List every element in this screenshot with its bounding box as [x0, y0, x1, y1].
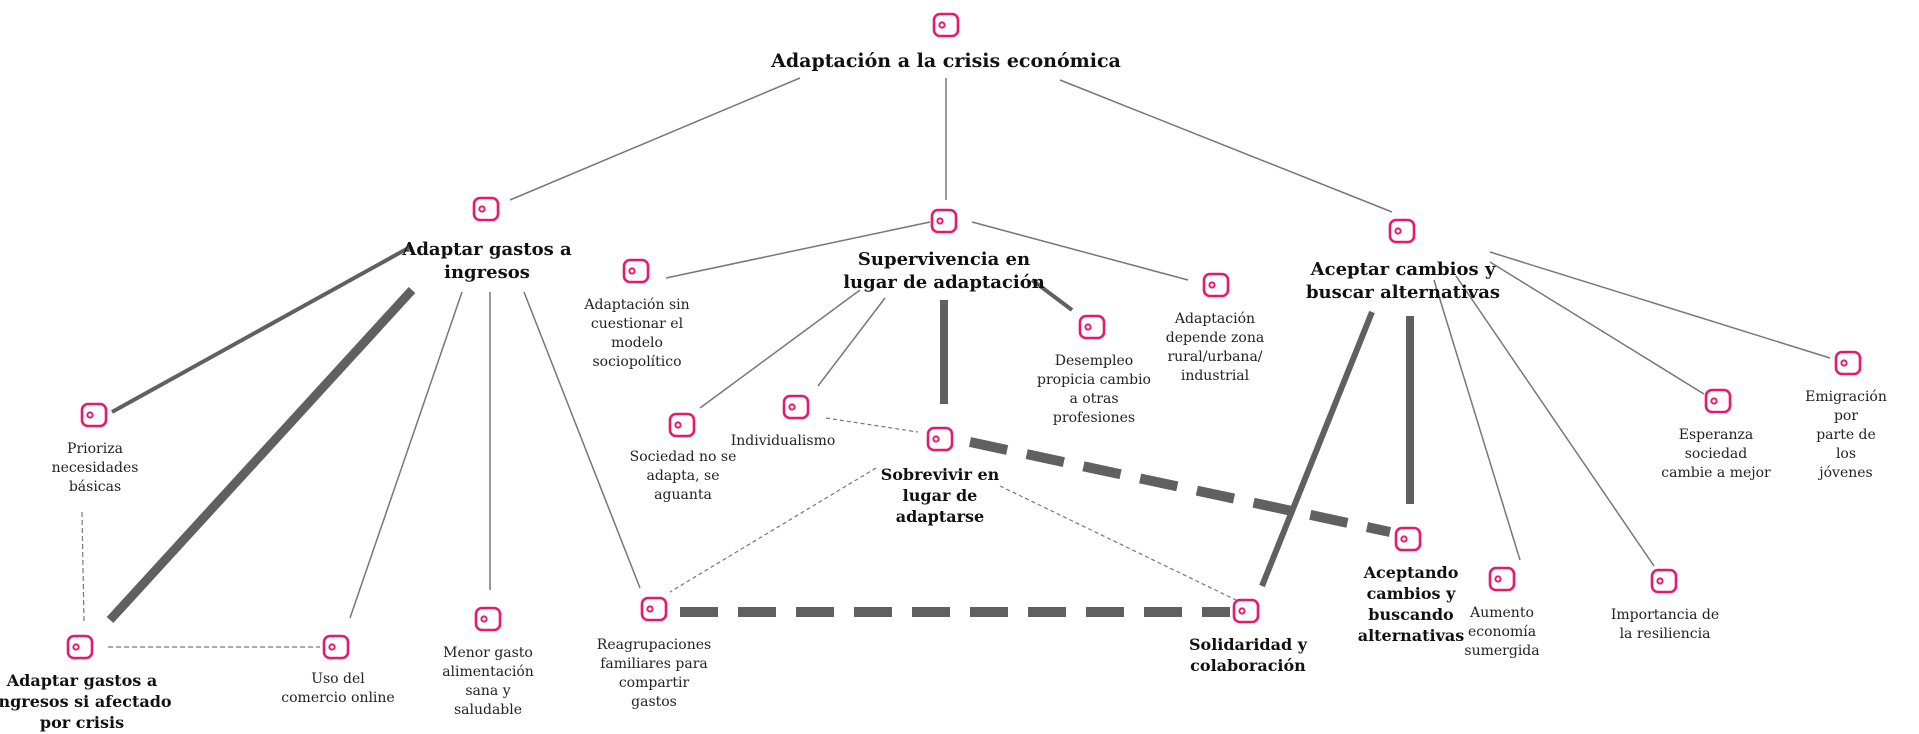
code-tag-icon[interactable] [1078, 314, 1106, 340]
edge-prioriza-afectado [81, 511, 85, 623]
node-resiliencia[interactable]: Importancia de la resiliencia [1610, 607, 1720, 642]
node-adaptacion-sin-cuestionar[interactable]: Adaptación sin cuestionar el modelo soci… [584, 297, 690, 370]
code-tag-icon[interactable] [926, 426, 954, 452]
edge-adaptar-reagrupaciones [523, 291, 641, 589]
edge-supervivencia-no-adapta [699, 289, 861, 409]
code-tag-icon[interactable] [472, 196, 500, 222]
code-tag-icon[interactable] [1650, 568, 1678, 594]
code-tag-icon[interactable] [80, 402, 108, 428]
edge-supervivencia-desempleo [1030, 278, 1074, 312]
node-root[interactable]: Adaptación a la crisis económica [771, 50, 1121, 72]
code-tag-icon[interactable] [932, 12, 960, 38]
edge-aceptar-esperanza [1489, 261, 1705, 395]
code-tag-icon[interactable] [640, 596, 668, 622]
edge-aceptar-resiliencia [1455, 275, 1655, 567]
code-tag-icon[interactable] [622, 258, 650, 284]
node-supervivencia[interactable]: Supervivencia en lugar de adaptación [843, 249, 1045, 293]
node-aceptando[interactable]: Aceptando cambios y buscando alternativa… [1357, 563, 1465, 645]
node-solidaridad[interactable]: Solidaridad y colaboración [1188, 635, 1308, 675]
node-aceptar-cambios[interactable]: Aceptar cambios y buscar alternativas [1305, 259, 1501, 303]
edge-supervivencia-depende-zona [971, 221, 1189, 281]
node-emigracion[interactable]: Emigración por parte de los jóvenes [1805, 389, 1887, 481]
node-comercio-online[interactable]: Uso del comercio online [281, 671, 395, 706]
edge-adaptar-online [349, 291, 463, 619]
edge-sobrevivir-solidaridad [999, 485, 1237, 601]
code-tag-icon[interactable] [930, 208, 958, 234]
edge-root-aceptar [1059, 79, 1393, 213]
node-adaptar-gastos[interactable]: Adaptar gastos a ingresos [402, 239, 572, 283]
node-depende-zona[interactable]: Adaptación depende zona rural/urbana/ in… [1165, 311, 1265, 384]
code-tag-icon[interactable] [1834, 350, 1862, 376]
node-menor-gasto-alimentacion[interactable]: Menor gasto alimentación sana y saludabl… [442, 645, 534, 718]
node-prioriza[interactable]: Prioriza necesidades básicas [51, 441, 139, 495]
node-desempleo[interactable]: Desempleo propicia cambio a otras profes… [1037, 353, 1151, 426]
code-tag-icon[interactable] [322, 634, 350, 660]
code-tag-icon[interactable] [66, 634, 94, 660]
edge-aceptar-sumergida [1433, 279, 1521, 561]
edge-individualismo-sobrevivir [825, 417, 919, 433]
code-tag-icon[interactable] [1394, 526, 1422, 552]
edge-adaptar-afectado [106, 286, 416, 624]
node-esperanza[interactable]: Esperanza sociedad cambie a mejor [1661, 427, 1771, 481]
code-tag-icon[interactable] [1232, 598, 1260, 624]
edge-root-adaptar [509, 77, 801, 201]
node-reagrupaciones[interactable]: Reagrupaciones familiares para compartir… [596, 637, 712, 710]
node-no-se-adapta[interactable]: Sociedad no se adapta, se aguanta [629, 449, 737, 503]
edge-sobrevivir-reagrupaciones [669, 467, 877, 593]
node-sobrevivir[interactable]: Sobrevivir en lugar de adaptarse [880, 465, 1000, 526]
code-tag-icon[interactable] [474, 606, 502, 632]
code-tag-icon[interactable] [1488, 566, 1516, 592]
code-tag-icon[interactable] [782, 394, 810, 420]
edge-sobrevivir-aceptando [968, 437, 1392, 537]
edge-aceptar-emigracion [1489, 251, 1831, 359]
edge-supervivencia-sin-cuestionar [665, 221, 931, 279]
node-individualismo[interactable]: Individualismo [730, 433, 836, 449]
code-tag-icon[interactable] [1202, 272, 1230, 298]
code-tag-icon[interactable] [1388, 218, 1416, 244]
edge-supervivencia-individualismo [817, 297, 886, 387]
code-tag-icon[interactable] [668, 412, 696, 438]
code-tag-icon[interactable] [1704, 388, 1732, 414]
edge-adaptar-prioriza [111, 244, 413, 414]
node-adaptar-si-afectado[interactable]: Adaptar gastos a ingresos si afectado po… [0, 671, 172, 732]
node-economia-sumergida[interactable]: Aumento economía sumergida [1464, 605, 1540, 659]
edge-aceptar-solidaridad [1259, 310, 1375, 588]
